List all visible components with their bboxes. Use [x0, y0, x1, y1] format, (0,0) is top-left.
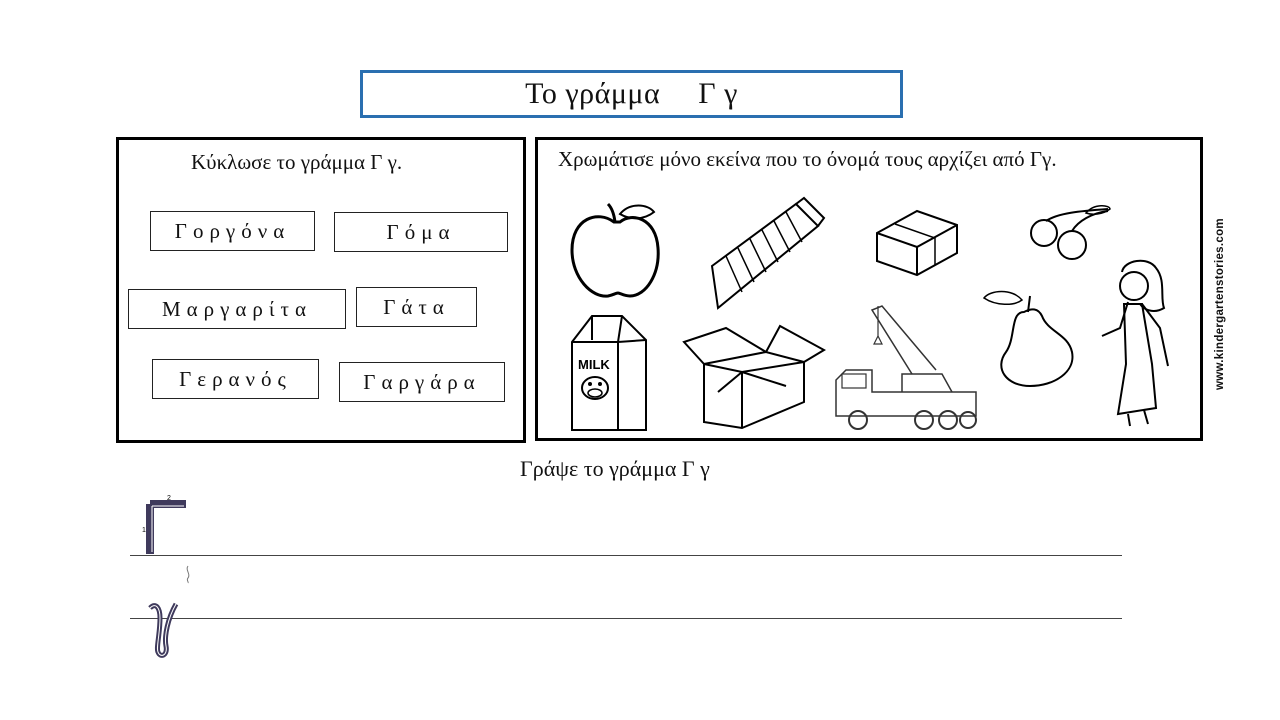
website-watermark: www.kindergartenstories.com [1214, 218, 1226, 390]
writing-instruction: Γράψε το γράμμα Γ γ [520, 456, 710, 481]
writing-line-lower [130, 618, 1122, 619]
crane-truck-picture[interactable] [832, 296, 982, 432]
coloring-instruction: Χρωμάτισε μόνο εκείνα που το όνομά τους … [558, 147, 1057, 171]
apple-picture[interactable] [568, 200, 663, 300]
coloring-panel [535, 137, 1203, 441]
milk-carton-picture[interactable]: MILK [568, 312, 650, 432]
word-card[interactable]: Γόμα [334, 212, 508, 252]
word-card[interactable]: Μαργαρίτα [128, 289, 346, 329]
word-card[interactable]: Γερανός [152, 359, 319, 399]
guide-mark [186, 565, 190, 584]
word-card[interactable]: Γάτα [356, 287, 477, 327]
box-picture[interactable] [682, 322, 827, 432]
title-letters: Γ γ [698, 77, 738, 110]
milk-label: MILK [578, 357, 610, 372]
word-card[interactable]: Γαργάρα [339, 362, 505, 402]
eraser-picture[interactable] [873, 203, 961, 278]
word-card[interactable]: Γοργόνα [150, 211, 315, 251]
tie-picture[interactable] [706, 196, 826, 311]
cherries-picture[interactable] [1028, 205, 1113, 263]
circle-letter-panel [116, 137, 526, 443]
lowercase-gamma-model [148, 602, 179, 658]
circle-instruction: Κύκλωσε το γράμμα Γ γ. [191, 150, 403, 174]
worksheet-title: Το γράμμα Γ γ [360, 70, 903, 118]
title-text: Το γράμμα [525, 77, 661, 110]
writing-line-upper [130, 555, 1122, 556]
uppercase-gamma-model: 2 1 [142, 495, 186, 554]
stroke-number: 2 [167, 495, 171, 502]
pear-picture[interactable] [982, 286, 1082, 390]
stroke-number: 1 [142, 527, 146, 534]
lady-picture[interactable] [1098, 258, 1172, 428]
